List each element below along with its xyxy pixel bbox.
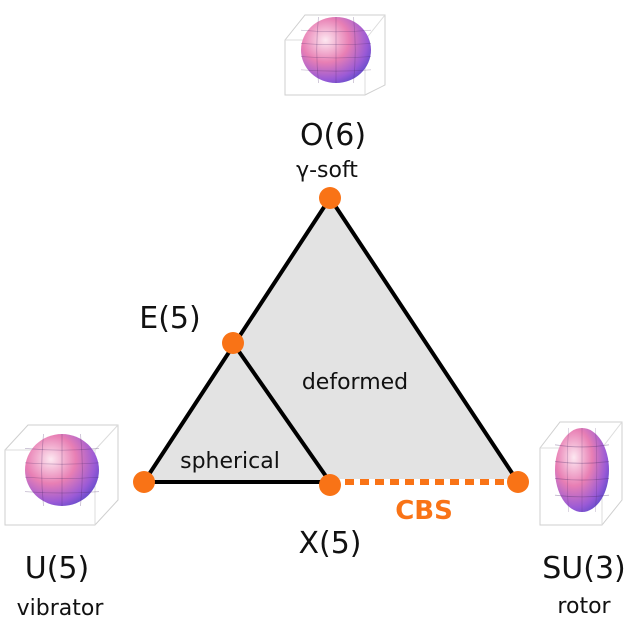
su3-point bbox=[507, 471, 529, 493]
vibrator-label: vibrator bbox=[17, 596, 105, 621]
e5-label: E(5) bbox=[139, 301, 200, 336]
su3-label: SU(3) bbox=[542, 551, 626, 586]
x5-label: X(5) bbox=[298, 526, 361, 561]
x5-point bbox=[319, 474, 341, 496]
e5-point bbox=[222, 332, 244, 354]
deformed-label: deformed bbox=[302, 370, 408, 395]
spherical-shape-icon bbox=[5, 425, 118, 525]
rotor-label: rotor bbox=[557, 594, 611, 619]
casten-triangle bbox=[144, 198, 518, 482]
gamma-soft-label: γ-soft bbox=[296, 158, 358, 183]
u5-point bbox=[133, 471, 155, 493]
prolate-shape-icon bbox=[540, 422, 622, 525]
o6-point bbox=[319, 187, 341, 209]
u5-label: U(5) bbox=[25, 551, 89, 586]
spherical-label: spherical bbox=[180, 449, 280, 474]
cbs-label: CBS bbox=[395, 496, 453, 526]
o6-label: O(6) bbox=[300, 118, 366, 153]
oblate-shape-icon bbox=[285, 15, 385, 95]
